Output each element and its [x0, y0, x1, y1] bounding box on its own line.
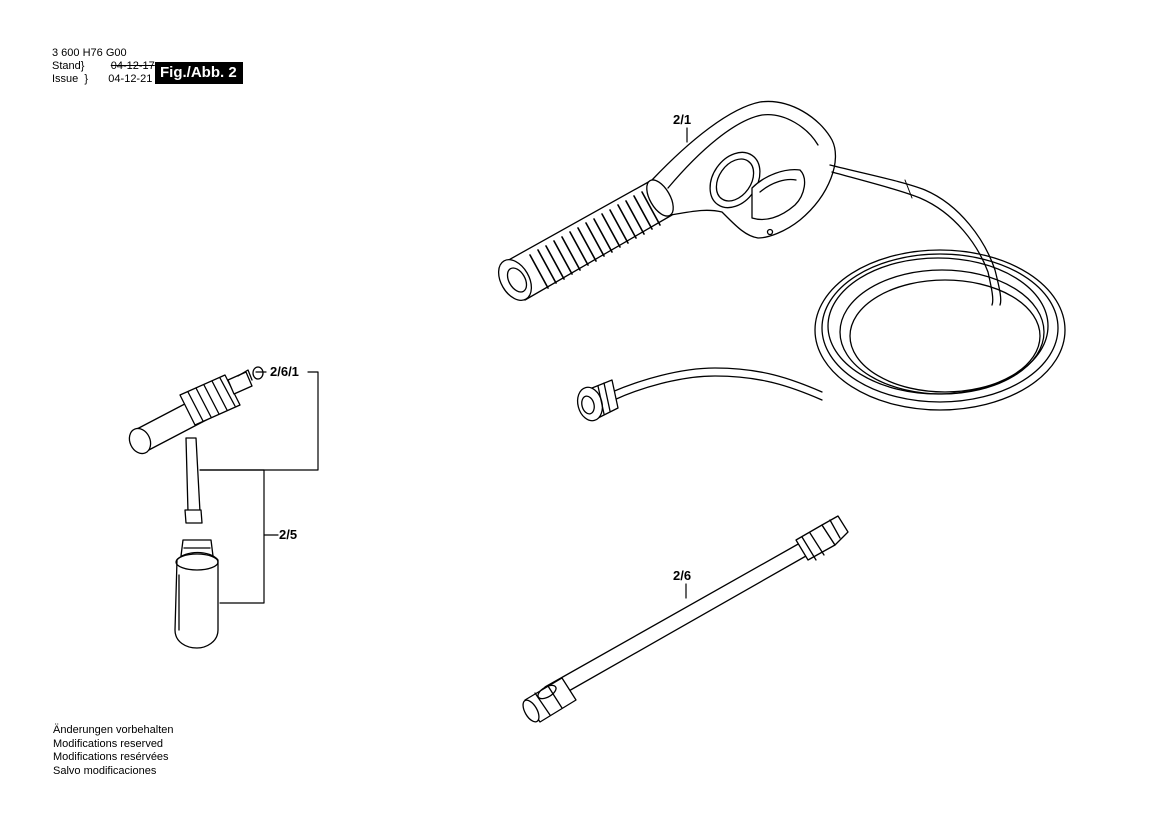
- stand-date: 04-12-17: [110, 60, 155, 72]
- issue-date: 04-12-21: [108, 73, 153, 85]
- callout-foam-nozzle-label: 2/6/1: [270, 364, 299, 379]
- spray-gun-illustration: [497, 100, 1066, 422]
- callout-detergent-set-label: 2/5: [279, 527, 298, 542]
- foam-nozzle-illustration: [128, 366, 264, 524]
- callout-gun-label: 2/1: [673, 112, 692, 127]
- detergent-bottle-illustration: [174, 539, 219, 649]
- spray-lance-illustration: [522, 515, 849, 723]
- modification-notes: Änderungen vorbehalten Modifications res…: [53, 724, 173, 778]
- callout-lance-label: 2/6: [673, 568, 692, 583]
- note-english: Modifications reserved: [53, 737, 164, 750]
- document-header: 3 600 H76 G00 Stand }04-12-17 Issue }04-…: [52, 47, 155, 85]
- stand-label: Stand: [52, 60, 81, 72]
- figure-badge: Fig./Abb. 2: [155, 62, 243, 84]
- part-number: 3 600 H76 G00: [52, 47, 127, 59]
- note-french: Modifications resérvées: [53, 751, 169, 763]
- note-spanish: Salvo modificaciones: [53, 764, 157, 777]
- issue-label: Issue: [52, 73, 79, 85]
- note-german: Änderungen vorbehalten: [53, 724, 174, 736]
- callout-leaders: [199, 127, 688, 604]
